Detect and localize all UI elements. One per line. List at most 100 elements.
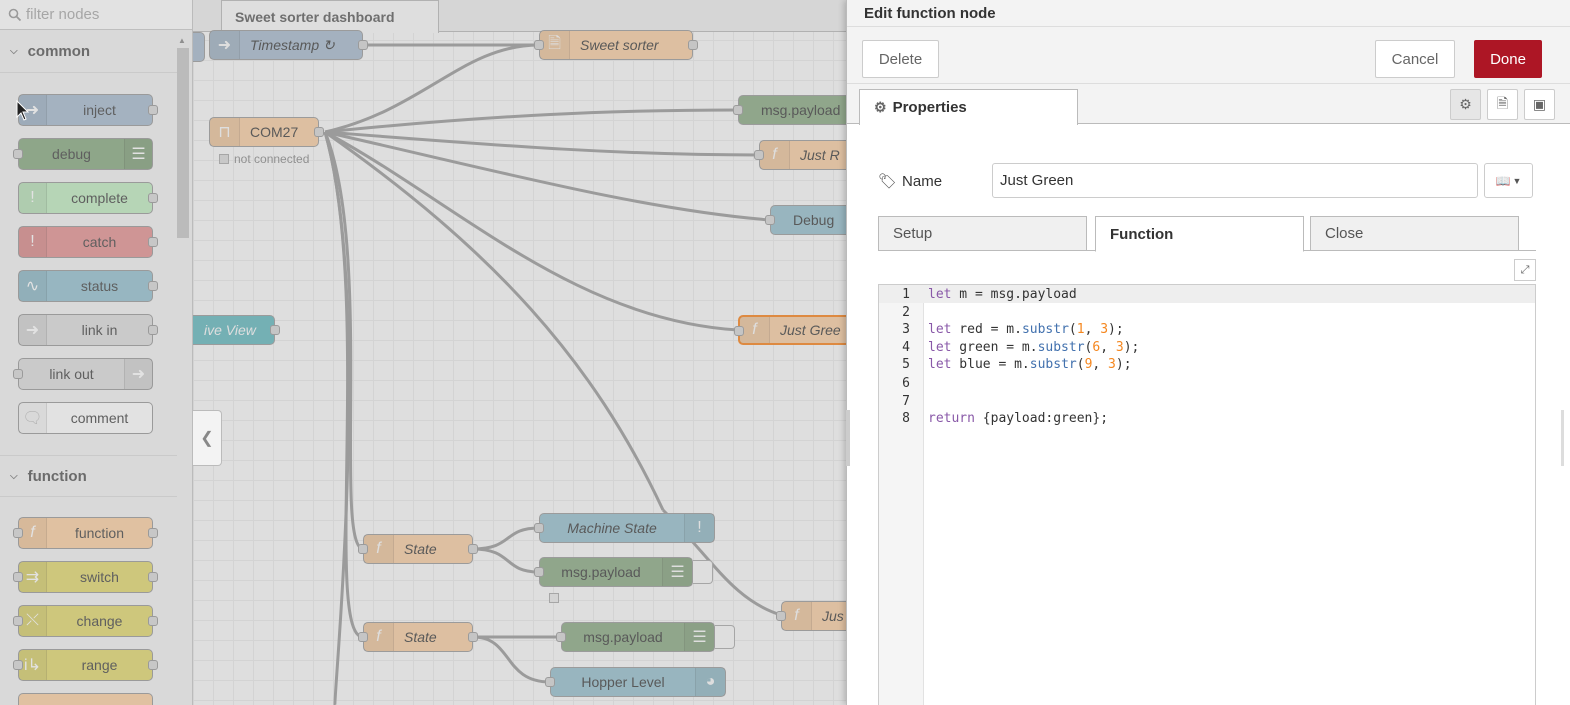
output-port[interactable] — [688, 40, 698, 50]
tray-resize-grip[interactable] — [846, 410, 850, 466]
input-port[interactable] — [765, 215, 775, 225]
node-label: Timestamp ↻ — [250, 36, 335, 53]
output-port — [148, 193, 158, 203]
cancel-button[interactable]: Cancel — [1375, 40, 1455, 78]
description-tab-button[interactable]: 🗎 — [1487, 89, 1518, 120]
output-port[interactable] — [270, 325, 280, 335]
appearance-tab-button[interactable]: ▣ — [1524, 89, 1555, 120]
input-port — [13, 528, 23, 538]
name-input[interactable]: Just Green — [992, 163, 1478, 198]
node-just-r[interactable]: f Just R — [754, 140, 850, 170]
category-label: common — [27, 43, 91, 60]
input-port[interactable] — [754, 150, 764, 160]
line-number: 7 — [902, 393, 910, 409]
code-line: 7 — [879, 392, 1535, 410]
flow-workspace[interactable]: Sweet sorter dashboard ➜ Timestamp ↻ — [193, 0, 850, 705]
input-port[interactable] — [733, 105, 743, 115]
debug-toggle-button[interactable] — [715, 625, 735, 649]
palette-node-inject[interactable]: ➜ inject — [18, 94, 158, 126]
pulse-icon: ∿ — [19, 271, 47, 301]
input-port[interactable] — [776, 611, 786, 621]
node-msg-payload-mid[interactable]: msg.payload ☰ — [534, 557, 693, 587]
node-live-view[interactable]: ive View — [193, 315, 280, 345]
tab-close[interactable]: Close — [1310, 216, 1519, 251]
palette-node-label: switch — [80, 569, 119, 585]
tab-setup[interactable]: Setup — [878, 216, 1087, 251]
tray-toolbar: Delete Cancel Done — [847, 27, 1570, 84]
palette-search-input[interactable]: filter nodes — [0, 0, 192, 30]
palette-node-catch[interactable]: ! catch — [18, 226, 158, 258]
delete-button[interactable]: Delete — [862, 40, 939, 78]
input-port[interactable] — [534, 40, 544, 50]
tray-resize-handle[interactable] — [1561, 410, 1564, 466]
palette-node-partial[interactable] — [18, 693, 153, 705]
palette-node-link-in[interactable]: ➜ link in — [18, 314, 158, 346]
node-msg-payload-top[interactable]: msg.payload — [733, 95, 850, 125]
name-label-text: Name — [902, 172, 943, 190]
palette-node-change[interactable]: ⤬ change — [13, 605, 158, 637]
node-label: Debug — [793, 212, 835, 228]
code-editor[interactable]: 1 let m = msg.payload 2 3 let red = m.su… — [878, 284, 1536, 705]
node-state-1[interactable]: f State — [358, 534, 478, 564]
palette-node-label: status — [80, 278, 119, 294]
settings-tab-button[interactable]: ⚙ — [1450, 89, 1481, 120]
input-port[interactable] — [545, 677, 555, 687]
palette-node-status[interactable]: ∿ status — [18, 270, 158, 302]
palette-scrollbar[interactable] — [177, 48, 189, 238]
node-partial-left[interactable] — [193, 32, 205, 62]
chevron-down-icon: ⌵ — [10, 46, 18, 57]
node-label: Machine State — [567, 520, 657, 536]
collapse-palette-button[interactable]: ❮ — [193, 410, 222, 466]
palette-node-switch[interactable]: ⇉ switch — [13, 561, 158, 593]
node-hopper-level[interactable]: Hopper Level ◕ — [545, 667, 726, 697]
name-field-label: 🏷 Name — [878, 172, 943, 191]
expand-editor-button[interactable]: ⤢ — [1514, 259, 1536, 281]
node-label: msg.payload — [583, 629, 663, 645]
debug-toggle-button[interactable] — [693, 560, 713, 584]
palette-node-debug[interactable]: debug ☰ — [13, 138, 153, 170]
input-port[interactable] — [358, 544, 368, 554]
chevron-down-icon: ⌵ — [10, 470, 18, 482]
input-port[interactable] — [358, 632, 368, 642]
node-msg-payload-low[interactable]: msg.payload ☰ — [556, 622, 715, 652]
palette-node-complete[interactable]: ! complete — [18, 182, 158, 214]
palette-node-link-out[interactable]: link out ➜ — [13, 358, 153, 390]
node-status-indicator — [549, 593, 559, 603]
palette-node-function[interactable]: f function — [13, 517, 158, 549]
input-port[interactable] — [534, 523, 544, 533]
node-sweet-sorter[interactable]: 🗎 Sweet sorter — [534, 30, 698, 60]
code-text: return {payload:green}; — [928, 410, 1109, 426]
input-port[interactable] — [534, 567, 544, 577]
output-port[interactable] — [314, 127, 324, 137]
done-button[interactable]: Done — [1474, 40, 1542, 78]
output-port[interactable] — [468, 544, 478, 554]
node-state-2[interactable]: f State — [358, 622, 478, 652]
function-icon: f — [760, 141, 790, 169]
scroll-up-icon[interactable]: ▲ — [178, 36, 186, 45]
palette-node-label: change — [76, 613, 123, 629]
code-line: 6 — [879, 374, 1535, 392]
palette-node-comment[interactable]: 🗨 comment — [18, 402, 153, 434]
category-function-header[interactable]: ⌵ function — [0, 455, 177, 497]
category-common-header[interactable]: ⌵ common — [0, 31, 177, 73]
library-dropdown-button[interactable]: 📖 ▼ — [1484, 163, 1533, 198]
input-port[interactable] — [734, 326, 744, 336]
node-just-green[interactable]: f Just Gree — [734, 315, 850, 345]
input-port[interactable] — [556, 632, 566, 642]
node-machine-state[interactable]: Machine State ! — [534, 513, 715, 543]
tab-sweet-sorter-dashboard[interactable]: Sweet sorter dashboard — [221, 0, 439, 33]
output-port[interactable] — [358, 40, 368, 50]
list-icon: ☰ — [662, 558, 692, 586]
code-text: let m = msg.payload — [928, 286, 1077, 302]
code-text: let red = m.substr(1, 3); — [928, 321, 1124, 337]
output-port[interactable] — [468, 632, 478, 642]
tab-properties[interactable]: ⚙ Properties — [859, 89, 1078, 125]
node-timestamp[interactable]: ➜ Timestamp ↻ — [209, 30, 368, 60]
palette-node-label: function — [74, 525, 125, 541]
node-com27[interactable]: ⊓ COM27 — [209, 117, 324, 147]
node-debug[interactable]: Debug — [765, 205, 850, 235]
palette-node-range[interactable]: i↳ range — [13, 649, 158, 681]
code-text: let blue = m.substr(9, 3); — [928, 356, 1132, 372]
node-jus[interactable]: f Jus — [776, 601, 850, 631]
tab-function[interactable]: Function — [1095, 216, 1304, 252]
